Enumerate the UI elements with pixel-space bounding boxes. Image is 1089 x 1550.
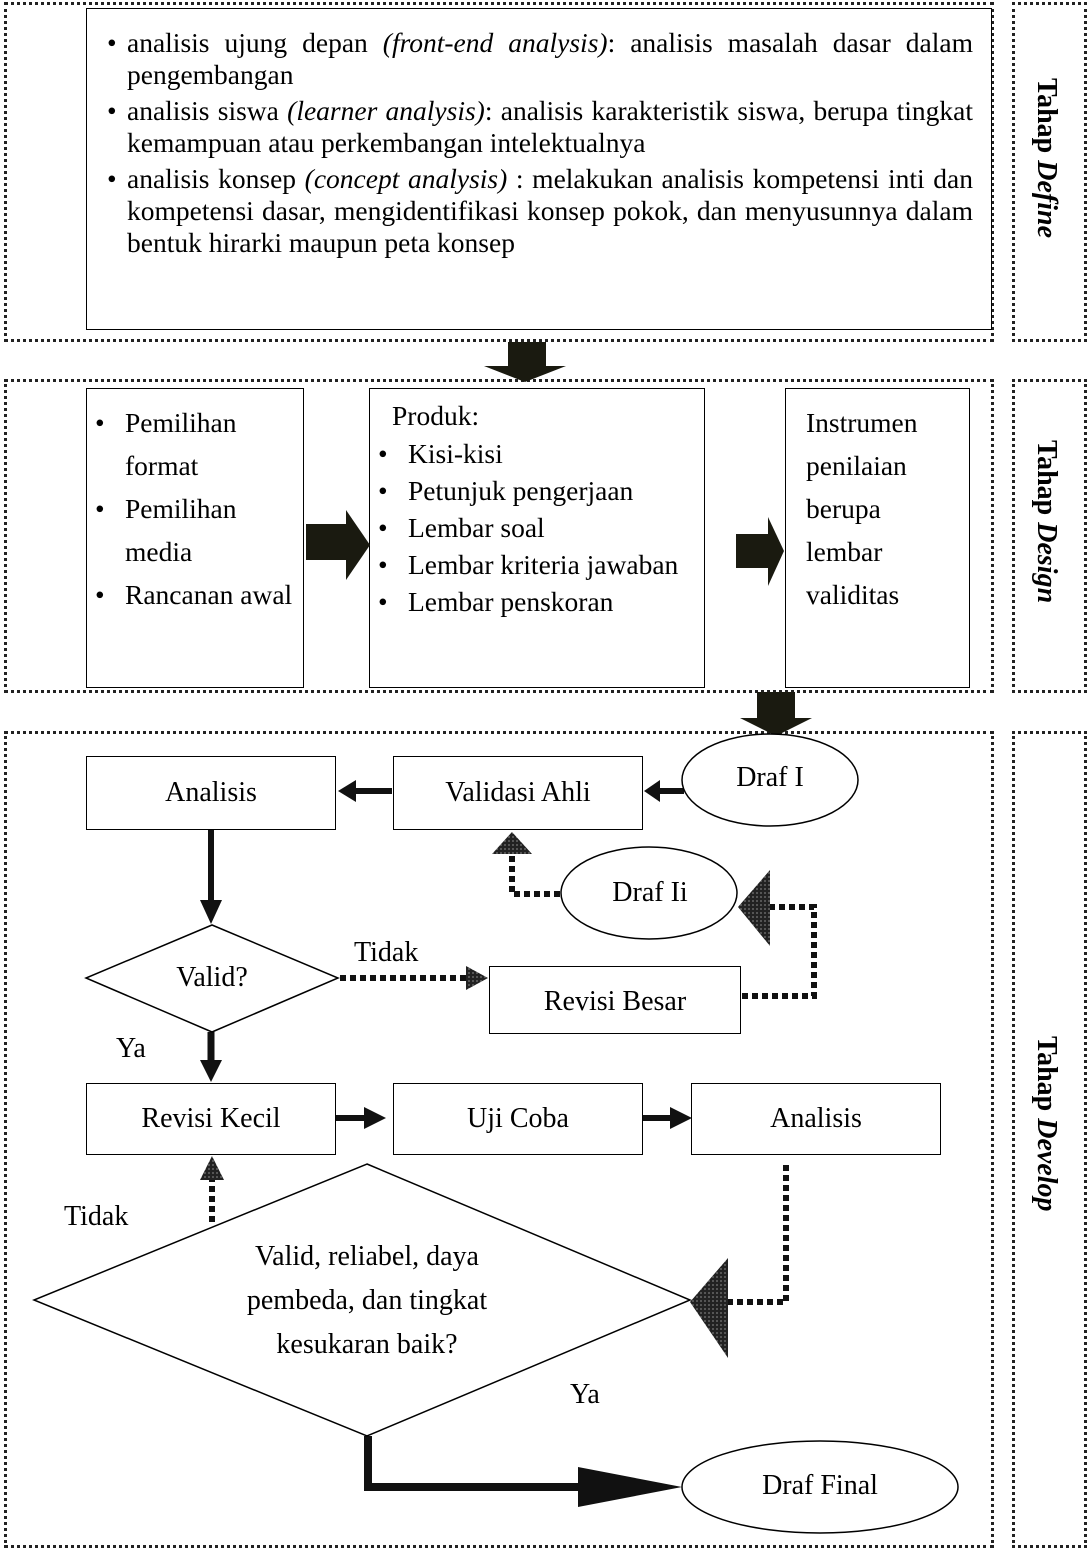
uji-coba-box: Uji Coba <box>393 1083 643 1155</box>
design-left-item: Pemilihan media <box>87 487 297 573</box>
design-left-item: Pemilihan format <box>87 401 297 487</box>
arrow-valid-to-revisi-kecil <box>200 1032 222 1082</box>
tidak-label-2: Tidak <box>64 1201 129 1232</box>
arrow-draf-ii-to-validasi <box>492 832 560 897</box>
develop-label-frame <box>1012 731 1087 1548</box>
valid-question-label: Valid? <box>176 962 248 994</box>
product-item: Lembar penskoran <box>370 587 698 618</box>
arrow-define-to-design <box>484 342 566 382</box>
design-left-list: Pemilihan format Pemilihan media Rancana… <box>87 401 297 616</box>
develop-stage-frame <box>4 731 994 1548</box>
define-box: analisis ujung depan (front-end analysis… <box>86 8 992 330</box>
ya-label-1: Ya <box>116 1033 146 1064</box>
arrow-valid-to-revisi-besar <box>340 966 488 990</box>
arrow-final-decision-to-revisi-kecil <box>200 1156 224 1222</box>
instrument-text: Instrumen penilaian berupa lembar validi… <box>806 407 918 610</box>
product-item: Lembar soal <box>370 513 698 544</box>
arrow-product-to-instrument <box>736 517 784 586</box>
arrow-draf-i-to-validasi <box>644 780 684 802</box>
arrow-design-to-draf-i <box>740 692 812 736</box>
define-item: analisis konsep (concept analysis) : mel… <box>107 163 973 259</box>
product-list: Kisi-kisi Petunjuk pengerjaan Lembar soa… <box>370 439 698 618</box>
ya-label-2: Ya <box>570 1379 600 1410</box>
tidak-label-1: Tidak <box>354 937 419 968</box>
product-item: Petunjuk pengerjaan <box>370 476 698 507</box>
arrow-revisi-kecil-to-uji-coba <box>336 1107 386 1129</box>
stage-label-design: Tahap Design <box>1031 440 1062 604</box>
design-label-frame <box>1012 379 1087 693</box>
define-list: analisis ujung depan (front-end analysis… <box>107 27 973 259</box>
design-left-item: Rancanan awal <box>87 573 297 616</box>
revisi-kecil-box: Revisi Kecil <box>86 1083 336 1155</box>
draf-final-ellipse <box>681 1440 959 1534</box>
product-item: Kisi-kisi <box>370 439 698 470</box>
arrow-revisi-besar-to-draf-ii <box>738 870 817 999</box>
arrow-validasi-to-analisis <box>338 780 392 802</box>
design-left-box: Pemilihan format Pemilihan media Rancana… <box>86 388 304 688</box>
final-decision-diamond <box>32 1163 692 1437</box>
draf-ii-ellipse <box>560 846 738 940</box>
define-item: analisis siswa (learner analysis): anali… <box>107 95 973 159</box>
design-instrument-box: Instrumen penilaian berupa lembar validi… <box>785 388 970 688</box>
product-item: Lembar kriteria jawaban <box>370 550 698 581</box>
analisis-box-2: Analisis <box>691 1083 941 1155</box>
draf-final-label: Draf Final <box>762 1470 878 1502</box>
arrow-final-decision-to-draf-final <box>364 1436 682 1507</box>
draf-ii-label: Draf Ii <box>612 877 688 909</box>
design-product-box: Produk: Kisi-kisi Petunjuk pengerjaan Le… <box>369 388 705 688</box>
validasi-ahli-box: Validasi Ahli <box>393 756 643 830</box>
define-stage-frame <box>4 2 994 342</box>
product-heading: Produk: <box>392 400 480 431</box>
revisi-besar-box: Revisi Besar <box>489 966 741 1034</box>
final-question-label: Valid, reliabel, daya pembeda, dan tingk… <box>246 1241 488 1360</box>
analisis-box-1: Analisis <box>86 756 336 830</box>
arrow-format-to-product <box>306 510 370 580</box>
valid-diamond <box>84 924 340 1033</box>
stage-label-develop: Tahap Develop <box>1031 1036 1062 1212</box>
draf-i-label: Draf I <box>736 762 804 794</box>
define-item: analisis ujung depan (front-end analysis… <box>107 27 973 91</box>
design-stage-frame <box>4 379 994 693</box>
arrow-uji-coba-to-analisis <box>642 1107 692 1129</box>
define-label-frame <box>1012 2 1087 342</box>
draf-i-ellipse <box>681 733 859 827</box>
arrow-analisis-to-valid <box>200 830 222 924</box>
stage-label-define: Tahap Define <box>1031 78 1062 239</box>
arrow-analisis-to-final-decision <box>690 1165 789 1358</box>
